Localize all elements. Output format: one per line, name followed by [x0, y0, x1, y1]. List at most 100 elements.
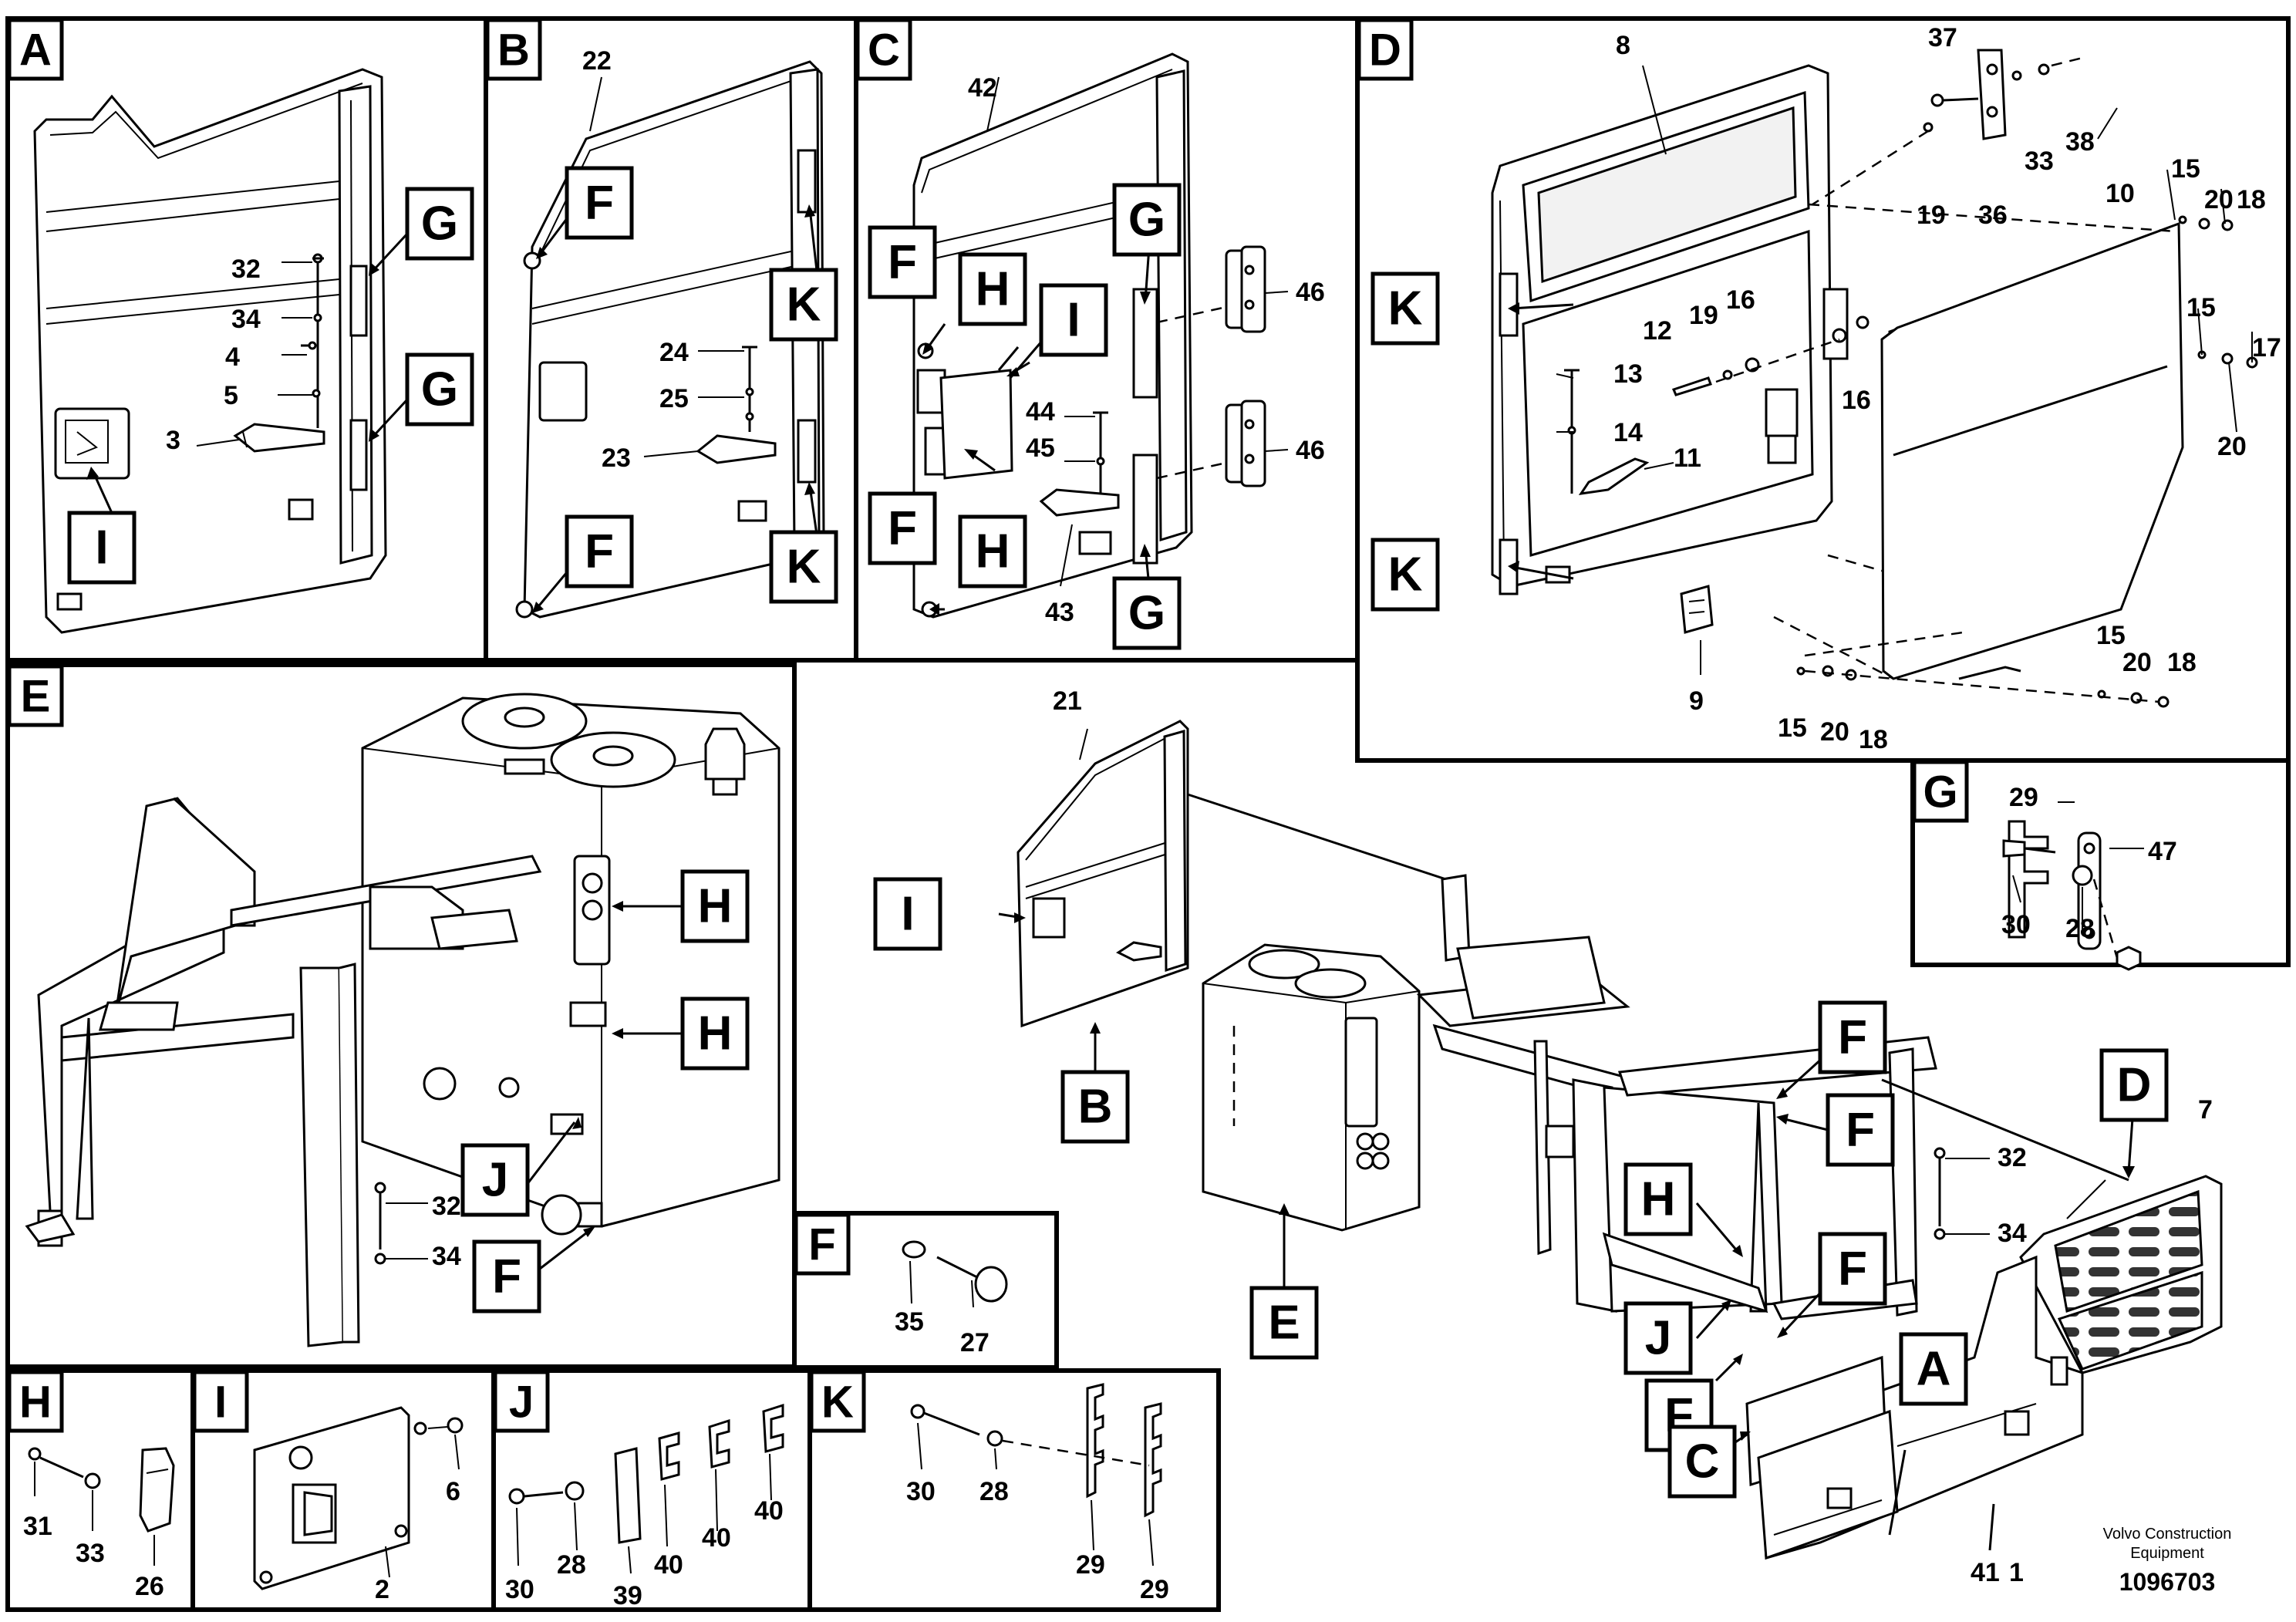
part-label-labels-d-20a: 20	[2204, 185, 2234, 214]
part-label-callouts-m-a: A	[1917, 1343, 1951, 1396]
panel-b-callouts: F F K K	[565, 166, 838, 604]
part-label-labels-f-35: 35	[895, 1307, 924, 1337]
part-label-labels-a-32: 32	[231, 255, 261, 284]
panel-i-labels: 6 2	[375, 1477, 460, 1604]
part-label-labels-a-3: 3	[166, 426, 180, 455]
part-label-panels-b: B	[497, 25, 530, 76]
part-label-labels-c-42: 42	[968, 73, 997, 103]
part-label-labels-d-15a: 15	[2171, 154, 2200, 184]
callout-e-h-upper: H	[680, 869, 750, 943]
part-label-labels-a-5: 5	[224, 381, 238, 410]
part-label-labels-a-34: 34	[231, 305, 261, 334]
part-label-callouts-c-f1: F	[888, 236, 917, 289]
main-assembly-drawing	[998, 720, 2223, 1560]
panel-k-hinge-drawing	[910, 1383, 1162, 1566]
panel-tag-k: K	[809, 1370, 866, 1433]
part-label-callouts-m-e: E	[1268, 1297, 1300, 1350]
part-label-labels-f-27: 27	[960, 1328, 990, 1357]
panel-a-callouts: G G I	[67, 187, 474, 585]
main-assembly-labels: 21 7 32 34 41 1	[1053, 686, 2213, 1587]
part-label-labels-b-24: 24	[659, 338, 689, 367]
panel-c-callouts: F H I G H F G	[868, 183, 1182, 650]
part-label-labels-c-44: 44	[1026, 397, 1055, 427]
part-label-panels-i: I	[214, 1378, 227, 1428]
callout-b-k-upper: K	[769, 268, 838, 342]
part-label-labels-j-30: 30	[505, 1575, 534, 1604]
panel-tag-b: B	[485, 18, 542, 81]
part-label-labels-c-43: 43	[1045, 598, 1074, 627]
part-label-labels-d-37: 37	[1928, 23, 1957, 52]
callout-c-g-lower: G	[1112, 576, 1182, 650]
part-label-labels-j-28: 28	[557, 1550, 586, 1580]
callout-main-e: E	[1249, 1286, 1319, 1360]
brand-line-2: Equipment	[2130, 1545, 2204, 1562]
part-label-labels-e-34: 34	[432, 1242, 461, 1271]
part-label-labels-c-45: 45	[1026, 433, 1055, 463]
callout-c-h-upper: H	[958, 252, 1027, 326]
part-label-callouts-m-d: D	[2117, 1059, 2152, 1112]
callout-main-f-3: F	[1818, 1232, 1887, 1306]
panel-d-callouts: K K	[1371, 271, 1440, 612]
drawing-number: 1096703	[2119, 1568, 2216, 1596]
part-label-labels-d-11: 11	[1674, 443, 1701, 473]
part-label-panels-c: C	[868, 25, 900, 76]
part-label-labels-d-20b: 20	[2217, 432, 2247, 461]
part-label-labels-j-40c: 40	[754, 1496, 784, 1526]
part-label-callouts-b-k2: K	[787, 541, 821, 594]
panel-a-labels: 32 34 4 5 3	[166, 255, 261, 455]
part-label-labels-d-18a: 18	[2237, 185, 2266, 214]
part-label-labels-d-33: 33	[2025, 147, 2054, 176]
part-label-labels-a-4: 4	[225, 342, 240, 372]
part-label-callouts-c-g2: G	[1128, 587, 1165, 640]
callout-b-k-lower: K	[769, 530, 838, 604]
callout-e-f: F	[472, 1239, 541, 1313]
callout-main-j: J	[1623, 1301, 1693, 1375]
callout-main-a: A	[1899, 1332, 1968, 1406]
part-label-callouts-c-g1: G	[1128, 194, 1165, 247]
part-label-labels-d-9: 9	[1689, 686, 1704, 716]
part-label-labels-d-14: 14	[1613, 418, 1643, 447]
part-label-panels-d: D	[1369, 25, 1401, 76]
part-label-labels-g-28: 28	[2065, 914, 2095, 943]
part-label-callouts-d-k2: K	[1388, 548, 1423, 602]
panel-tag-i: I	[192, 1370, 249, 1433]
part-label-panels-a: A	[19, 25, 52, 76]
panel-tag-h: H	[7, 1370, 64, 1433]
part-label-labels-d-20c: 20	[1820, 717, 1849, 747]
callout-main-i: I	[873, 877, 942, 951]
part-label-labels-c-46b: 46	[1296, 436, 1325, 465]
part-label-labels-d-38: 38	[2065, 127, 2095, 157]
part-label-labels-k-29b: 29	[1140, 1575, 1169, 1604]
part-label-labels-h-26: 26	[135, 1572, 164, 1601]
part-label-labels-m-21: 21	[1053, 686, 1082, 716]
panel-c-labels: 42 46 46 44 45 43	[968, 73, 1325, 627]
panel-tag-c: C	[855, 18, 912, 81]
part-label-labels-d-20d: 20	[2122, 648, 2152, 677]
part-label-callouts-a-g2: G	[421, 363, 458, 416]
panel-a-door-drawing	[33, 68, 418, 634]
part-label-labels-d-15d: 15	[2096, 621, 2126, 650]
callout-c-h-lower: H	[958, 514, 1027, 588]
part-label-callouts-b-f2: F	[585, 525, 614, 578]
part-label-callouts-a-i: I	[95, 521, 108, 575]
callout-b-f-lower: F	[565, 514, 634, 588]
part-label-labels-m-34: 34	[1998, 1219, 2027, 1248]
part-label-callouts-c-i: I	[1067, 294, 1080, 347]
part-label-panels-g: G	[1923, 767, 1957, 818]
part-label-labels-d-16a: 16	[1726, 285, 1755, 315]
part-label-labels-g-47: 47	[2148, 837, 2177, 866]
panel-tag-g: G	[1912, 760, 1969, 823]
brand-line-1: Volvo Construction	[2103, 1526, 2232, 1543]
part-label-callouts-m-c: C	[1685, 1435, 1720, 1489]
main-assembly-callouts: I B E F F H J F F D A C	[873, 877, 2169, 1499]
part-label-labels-b-25: 25	[659, 384, 689, 413]
part-label-labels-d-18c: 18	[2167, 648, 2197, 677]
part-label-callouts-a-g1: G	[421, 197, 458, 251]
part-label-callouts-c-h2: H	[976, 525, 1010, 578]
callout-a-g-lower: G	[405, 352, 474, 427]
callout-main-c: C	[1667, 1425, 1737, 1499]
callout-e-j: J	[460, 1143, 530, 1217]
panel-k-labels: 30 28 29 29	[906, 1477, 1169, 1604]
part-label-callouts-m-f2: F	[1846, 1104, 1875, 1157]
